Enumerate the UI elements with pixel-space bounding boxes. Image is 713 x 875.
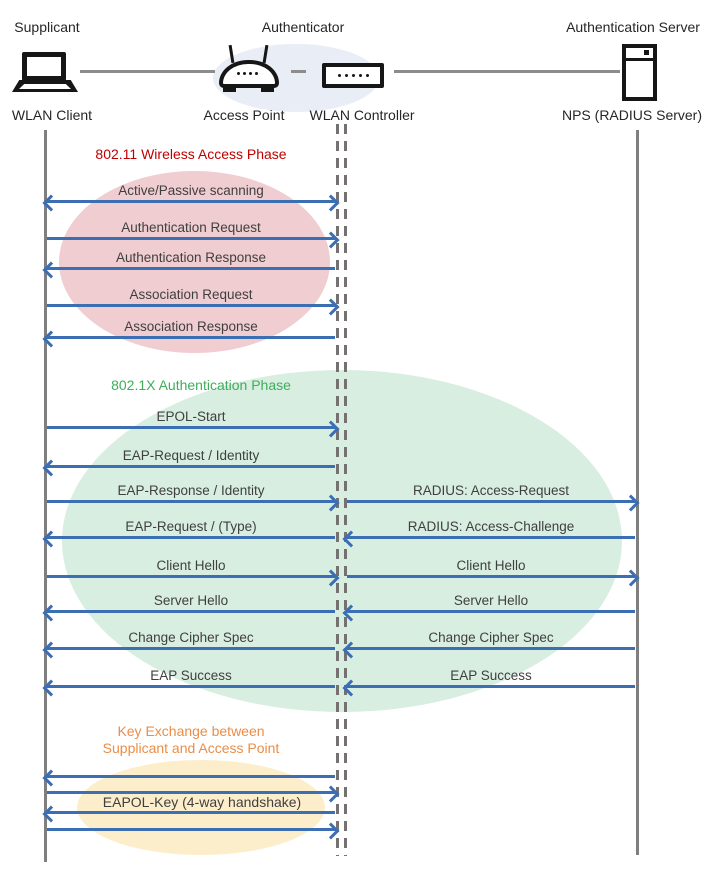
access-point-foot (261, 85, 274, 92)
message-label: Client Hello (456, 558, 526, 573)
message-arrow (47, 231, 340, 249)
message-label: Authentication Request (121, 220, 261, 235)
lifeline-authenticator-dashed (336, 124, 339, 856)
server-body (622, 44, 657, 101)
message-label-eapol-key: EAPOL-Key (4-way handshake) (102, 794, 302, 810)
message-label: EAP-Response / Identity (117, 483, 265, 498)
connector-line (80, 70, 215, 73)
message-label: Association Response (124, 319, 258, 334)
message-label: Change Cipher Spec (428, 630, 554, 645)
lifeline-supplicant (44, 130, 47, 862)
message-label: Association Request (129, 287, 253, 302)
connector-line (394, 70, 620, 73)
message-label: Client Hello (156, 558, 226, 573)
message-label: RADIUS: Access-Request (412, 483, 570, 498)
message-arrow (42, 330, 335, 348)
device-label-access-point: Access Point (203, 107, 285, 123)
server-led (644, 50, 649, 55)
message-arrow (347, 494, 640, 512)
message-arrow (47, 822, 340, 840)
laptop-base-inner (19, 84, 71, 89)
message-arrow (347, 569, 640, 587)
message-arrow (42, 194, 340, 212)
role-label-authenticator: Authenticator (261, 19, 345, 35)
message-label: Server Hello (453, 593, 529, 608)
lifeline-authenticator-dashed (344, 124, 347, 856)
message-arrow (342, 530, 635, 548)
message-label: Change Cipher Spec (128, 630, 254, 645)
message-arrow (342, 604, 635, 622)
message-arrow (42, 641, 335, 659)
phase-title-key-exchange-line2: Supplicant and Access Point (102, 740, 280, 756)
device-label-nps: NPS (RADIUS Server) (561, 107, 703, 123)
message-arrow (47, 420, 340, 438)
access-point-leds (237, 72, 258, 75)
message-arrow (42, 459, 335, 477)
role-label-supplicant: Supplicant (14, 19, 80, 35)
device-label-wlan-controller: WLAN Controller (309, 107, 415, 123)
message-arrow (42, 679, 335, 697)
lifeline-server (636, 130, 639, 855)
message-arrow (47, 494, 340, 512)
message-arrow (342, 679, 635, 697)
message-arrow (47, 785, 340, 803)
phase-title-key-exchange-line1: Key Exchange between (117, 723, 265, 739)
message-label: EAP Success (450, 668, 532, 683)
message-label: Server Hello (153, 593, 229, 608)
phase-title-wireless-access: 802.11 Wireless Access Phase (95, 146, 287, 162)
device-label-wlan-client: WLAN Client (11, 107, 93, 123)
message-arrow (42, 769, 335, 787)
message-arrow (47, 298, 340, 316)
laptop-screen (22, 52, 66, 81)
message-label: Active/Passive scanning (118, 183, 264, 198)
message-label: EAP Success (150, 668, 232, 683)
connector-dash (291, 70, 306, 73)
message-arrow (47, 569, 340, 587)
access-point-foot (223, 85, 236, 92)
controller-leds (338, 74, 369, 77)
message-label: EAP-Request / Identity (122, 448, 260, 463)
message-label: EAP-Request / (Type) (125, 519, 257, 534)
server-divider (626, 58, 653, 61)
message-label: RADIUS: Access-Challenge (407, 519, 575, 534)
message-label: EPOL-Start (156, 409, 226, 424)
message-arrow (42, 604, 335, 622)
message-arrow (42, 805, 335, 823)
phase-title-authentication: 802.1X Authentication Phase (111, 377, 291, 393)
message-arrow (42, 530, 335, 548)
message-arrow (42, 261, 335, 279)
message-label: Authentication Response (115, 250, 267, 265)
role-label-authentication-server: Authentication Server (566, 19, 700, 35)
message-arrow (342, 641, 635, 659)
